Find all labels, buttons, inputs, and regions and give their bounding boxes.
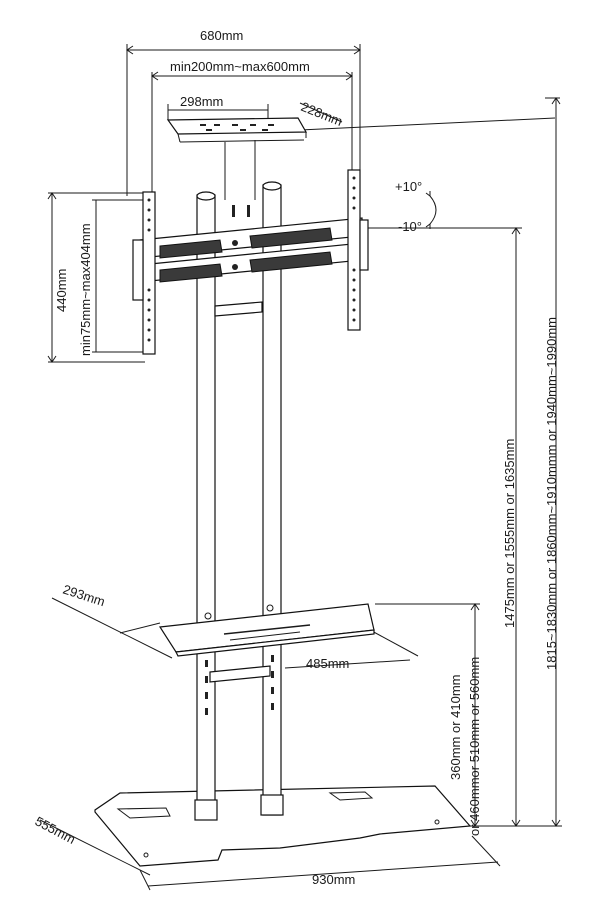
dim-top-shelf-depth: 228mm xyxy=(299,99,556,131)
dim-shelf-height: 360mm or 410mm or 460mmor 510mm or 560mm xyxy=(375,603,482,836)
dim-mid-shelf-width: 485mm xyxy=(284,629,419,671)
crossbar xyxy=(214,301,263,317)
left-bracket xyxy=(132,191,156,355)
column-left xyxy=(194,191,218,821)
column-right xyxy=(260,181,284,816)
label-width-total: 680mm xyxy=(200,28,243,43)
column-holes xyxy=(205,205,274,715)
label-vesa-horizontal: min200mm~max600mm xyxy=(170,59,310,74)
dim-top-shelf-width: 298mm xyxy=(167,94,269,120)
label-total-height: 1815~1830mm or 1860mm~1910mmm or 1940mm~… xyxy=(544,317,559,670)
dim-680: 680mm xyxy=(126,28,361,196)
label-shelf-height-2: or 460mmor 510mm or 560mm xyxy=(467,657,482,836)
dim-base-width: 930mm xyxy=(139,835,501,891)
label-base-depth: 555mm xyxy=(33,813,78,847)
label-top-shelf-width: 298mm xyxy=(180,94,223,109)
dim-center-height: 1475mm or 1555mm or 1635mm xyxy=(368,227,522,827)
label-tilt-up: +10° xyxy=(395,179,422,194)
dim-vesa-horizontal: min200mm~max600mm xyxy=(151,59,353,215)
label-center-height: 1475mm or 1555mm or 1635mm xyxy=(502,439,517,628)
tilt-indicator: +10° -10° xyxy=(395,179,437,234)
label-top-shelf-depth: 228mm xyxy=(299,99,345,129)
dim-bracket-height: 440mm xyxy=(47,192,145,363)
mounting-rails xyxy=(139,217,363,283)
base-plate xyxy=(94,785,472,867)
label-vesa-vertical: min75mm~max404mm xyxy=(78,223,93,356)
top-shelf xyxy=(166,117,308,200)
dim-mid-shelf-depth: 293mm xyxy=(51,582,173,659)
label-shelf-height-1: 360mm or 410mm xyxy=(448,675,463,780)
label-base-width: 930mm xyxy=(312,872,355,887)
right-bracket xyxy=(347,169,369,331)
label-mid-shelf-width: 485mm xyxy=(306,656,349,671)
label-mid-shelf-depth: 293mm xyxy=(61,582,107,610)
label-bracket-height: 440mm xyxy=(54,269,69,312)
middle-shelf xyxy=(158,603,375,683)
dim-vesa-vertical: min75mm~max404mm xyxy=(78,199,145,356)
label-tilt-down: -10° xyxy=(398,219,422,234)
